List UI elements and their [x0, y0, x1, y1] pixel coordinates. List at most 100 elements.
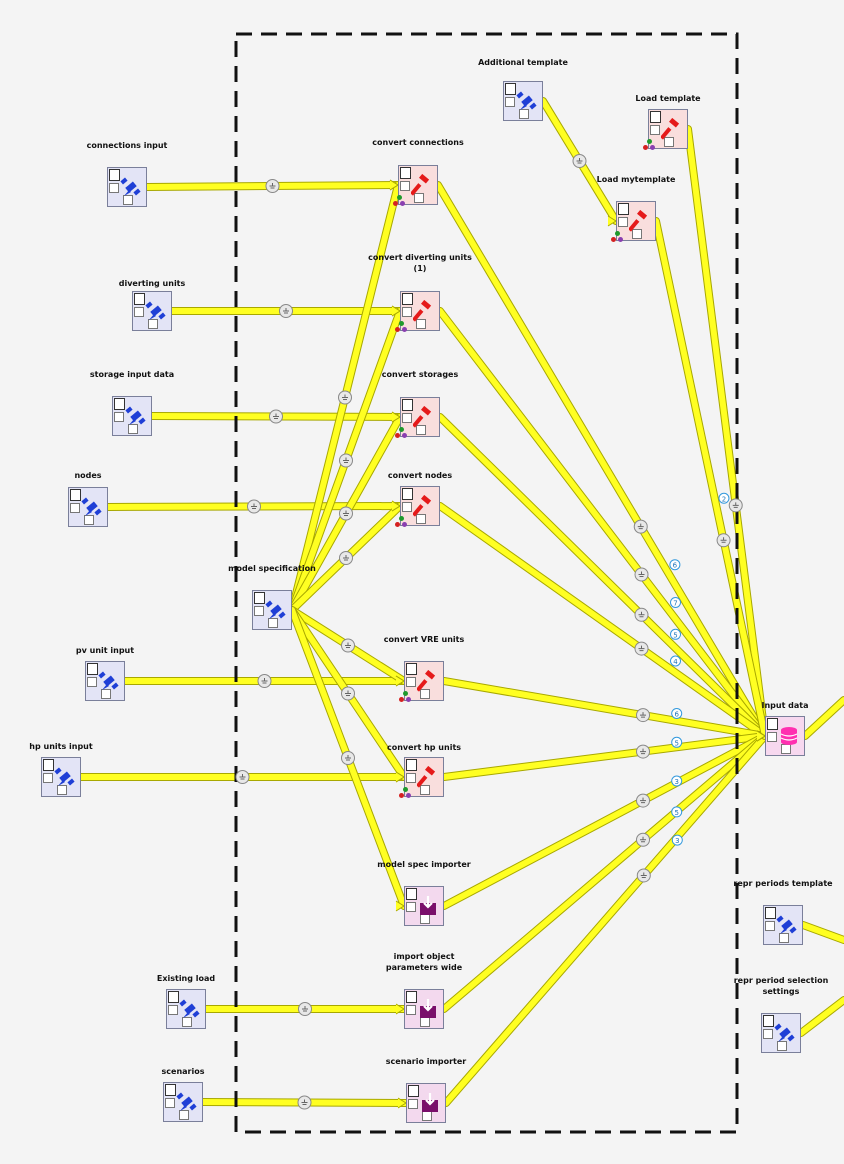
satellite-icon [145, 301, 166, 320]
output-connector[interactable] [179, 1110, 189, 1120]
link-repr-period-selection-to-offR3[interactable] [798, 997, 844, 1036]
node-diverting-units[interactable] [132, 291, 172, 331]
satellite-icon [98, 671, 119, 690]
node-load-mytemplate[interactable] [616, 201, 656, 241]
link-load-template-to-input-data[interactable] [685, 126, 768, 739]
output-connector[interactable] [128, 424, 138, 434]
node-hp-units[interactable] [41, 757, 81, 797]
output-connector[interactable] [182, 1017, 192, 1027]
output-connector[interactable] [123, 195, 133, 205]
input-connector[interactable] [134, 307, 144, 317]
input-connector[interactable] [70, 503, 80, 513]
input-connector[interactable] [43, 773, 53, 783]
node-repr-period-selection[interactable] [761, 1013, 801, 1053]
input-connector[interactable] [505, 97, 515, 107]
node-label: Additional template [478, 58, 568, 67]
input-connector[interactable] [109, 183, 119, 193]
hammer-icon [417, 766, 436, 788]
link-convert-vre-to-input-data[interactable] [441, 678, 768, 739]
link-convert-connections-to-input-data[interactable] [435, 182, 768, 739]
input-connector[interactable] [400, 181, 410, 191]
input-connector[interactable] [406, 773, 416, 783]
node-scenario-importer[interactable] [406, 1083, 446, 1123]
node-input-data[interactable] [765, 716, 805, 756]
link-scenario-importer-to-input-data[interactable] [443, 733, 768, 1106]
output-connector[interactable] [84, 515, 94, 525]
output-connector[interactable] [268, 618, 278, 628]
output-connector[interactable] [101, 689, 111, 699]
input-connector[interactable] [406, 1005, 416, 1015]
link-filter-icon-glyph [640, 836, 647, 843]
node-convert-vre[interactable] [404, 661, 444, 701]
node-storage-input[interactable] [112, 396, 152, 436]
link-input-data-to-offR1[interactable] [802, 697, 844, 739]
output-connector[interactable] [416, 514, 426, 524]
node-additional-template[interactable] [503, 81, 543, 121]
execution-order-badge [618, 203, 629, 215]
input-connector[interactable] [406, 677, 416, 687]
execution-order-badge [168, 991, 179, 1003]
input-connector[interactable] [406, 902, 416, 912]
output-connector[interactable] [779, 933, 789, 943]
input-connector[interactable] [402, 502, 412, 512]
output-connector[interactable] [148, 319, 158, 329]
input-connector[interactable] [650, 125, 660, 135]
node-scenarios[interactable] [163, 1082, 203, 1122]
link-import-object-params-to-input-data[interactable] [441, 733, 768, 1012]
node-label: convert storages [381, 370, 459, 379]
import-icon [420, 999, 436, 1018]
link-repr-periods-template-to-offR2[interactable] [800, 922, 844, 943]
link-model-spec-importer-to-input-data[interactable] [441, 733, 768, 909]
output-connector[interactable] [519, 109, 529, 119]
input-connector[interactable] [168, 1005, 178, 1015]
input-connector[interactable] [765, 921, 775, 931]
input-connector[interactable] [763, 1029, 773, 1039]
output-connector[interactable] [420, 785, 430, 795]
input-connector[interactable] [87, 677, 97, 687]
node-convert-connections[interactable] [398, 165, 438, 205]
node-existing-load[interactable] [166, 989, 206, 1029]
execution-order-badge [406, 759, 417, 771]
input-connector[interactable] [402, 307, 412, 317]
input-connector[interactable] [254, 606, 264, 616]
node-repr-periods-template[interactable] [763, 905, 803, 945]
link-badge [718, 492, 730, 504]
output-connector[interactable] [777, 1041, 787, 1051]
output-connector[interactable] [416, 319, 426, 329]
node-import-object-params[interactable] [404, 989, 444, 1029]
node-convert-nodes[interactable] [400, 486, 440, 526]
output-connector[interactable] [664, 137, 674, 147]
output-connector[interactable] [57, 785, 67, 795]
input-connector[interactable] [165, 1098, 175, 1108]
output-connector[interactable] [632, 229, 642, 239]
input-connector[interactable] [114, 412, 124, 422]
output-connector[interactable] [416, 425, 426, 435]
link-filter-icon-glyph [273, 413, 279, 419]
node-convert-diverting[interactable] [400, 291, 440, 331]
link-convert-storages-to-input-data[interactable] [437, 414, 768, 739]
node-connections-input[interactable] [107, 167, 147, 207]
link-load-mytemplate-to-input-data[interactable] [653, 218, 768, 739]
input-connector[interactable] [408, 1099, 418, 1109]
output-connector[interactable] [414, 193, 424, 203]
link-convert-nodes-to-input-data[interactable] [437, 503, 768, 739]
node-pv-unit[interactable] [85, 661, 125, 701]
node-label: model spec importer [377, 860, 471, 869]
output-connector[interactable] [420, 689, 430, 699]
link-convert-hp-to-input-data[interactable] [441, 733, 768, 780]
link-filter-icon-glyph [640, 748, 647, 755]
node-model-spec-importer[interactable] [404, 886, 444, 926]
node-convert-hp[interactable] [404, 757, 444, 797]
input-connector[interactable] [618, 217, 628, 227]
link-convert-diverting-to-input-data[interactable] [437, 308, 768, 739]
node-convert-storages[interactable] [400, 397, 440, 437]
node-load-template[interactable] [648, 109, 688, 149]
node-model-spec[interactable] [252, 590, 292, 630]
satellite-icon [516, 91, 537, 110]
input-connector[interactable] [402, 413, 412, 423]
database-icon [780, 727, 798, 745]
status-dots-icon [643, 139, 657, 153]
node-nodes[interactable] [68, 487, 108, 527]
input-connector[interactable] [767, 732, 777, 742]
